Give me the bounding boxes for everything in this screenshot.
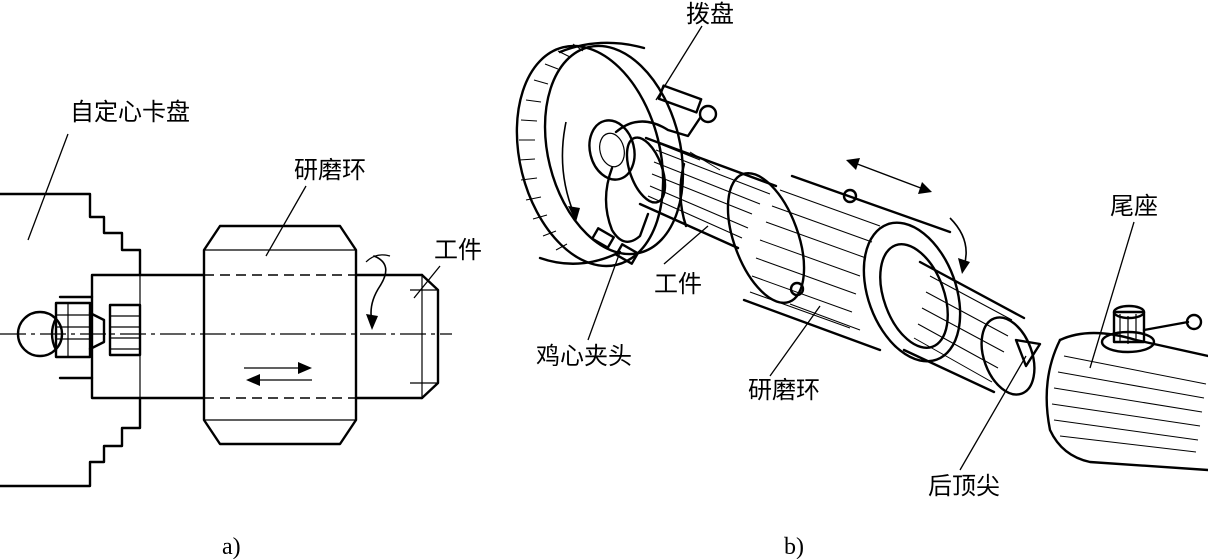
rotation-arrow-a: [365, 254, 391, 330]
drive-plate: [515, 41, 718, 268]
leader-lap-ring-b: [769, 305, 821, 377]
rotation-arrow-b: [949, 217, 967, 267]
label-lap-ring-a: 研磨环: [294, 156, 366, 184]
label-tail-center: 后顶尖: [928, 472, 1000, 500]
label-workpiece-b: 工件: [654, 270, 702, 298]
lap-ring-a: [202, 224, 358, 446]
tailstock: [1045, 304, 1208, 472]
figure-a: 自定心卡盘 研磨环 工件 a): [0, 98, 482, 559]
label-chuck: 自定心卡盘: [70, 98, 190, 126]
leader-workpiece-a: [413, 265, 441, 299]
workpiece-b: [625, 136, 778, 250]
caption-a: a): [222, 534, 241, 559]
label-lathe-dog: 鸡心夹头: [536, 342, 632, 370]
leader-lap-ring-a: [265, 185, 307, 257]
label-tailstock: 尾座: [1110, 192, 1158, 220]
leader-lathe-dog: [587, 251, 621, 341]
caption-b: b): [784, 534, 804, 559]
leader-tail-center: [959, 355, 1027, 471]
reciprocate-arrows-a: [244, 362, 312, 386]
workpiece-b-right: [902, 260, 1042, 396]
lap-ring-b: [726, 171, 962, 363]
leader-workpiece-b: [663, 225, 709, 265]
lathe-dog: [591, 116, 702, 265]
label-lap-ring-b: 研磨环: [748, 376, 820, 404]
chuck-body: [0, 192, 142, 488]
label-drive-plate: 拨盘: [686, 0, 734, 28]
leader-tailstock: [1089, 221, 1135, 369]
reciprocate-arrow-b: [846, 158, 932, 194]
leader-drive-plate: [655, 25, 703, 101]
label-workpiece-a: 工件: [434, 236, 482, 264]
leader-chuck: [27, 133, 69, 241]
figure-b: 拨盘 工件 鸡心夹头 研磨环 尾座 后顶尖 b): [515, 0, 1208, 559]
workpiece-a: [138, 273, 440, 400]
